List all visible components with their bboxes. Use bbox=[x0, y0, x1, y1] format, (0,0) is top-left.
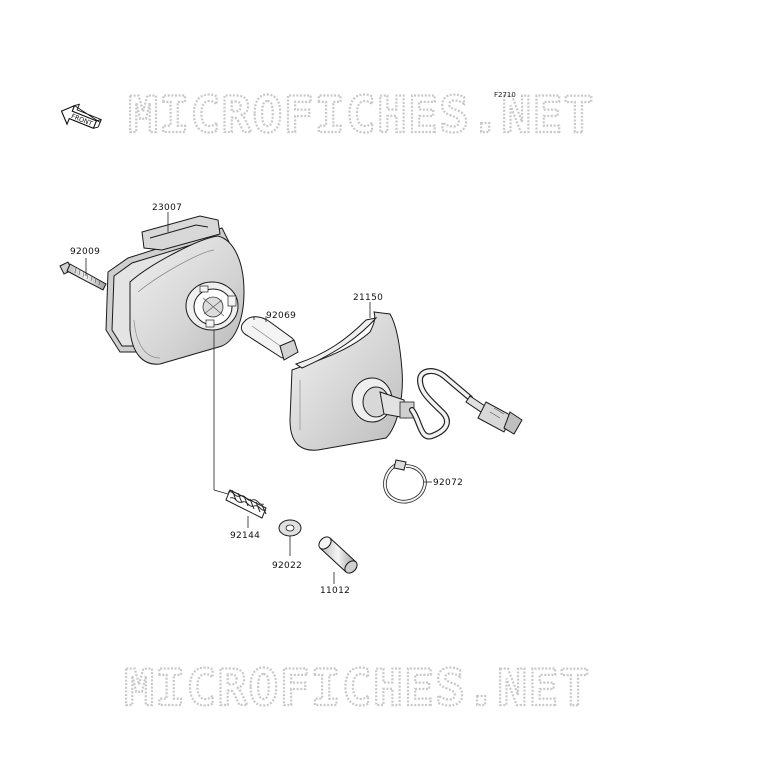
watermark-top: MICROFICHES.NET bbox=[128, 86, 595, 144]
figure-code: F2710 bbox=[494, 91, 516, 99]
front-arrow-icon: FRONT bbox=[60, 103, 102, 130]
label-92022: 92022 bbox=[272, 561, 302, 571]
clamp-92072 bbox=[383, 459, 427, 504]
lamp-housing-23007 bbox=[105, 215, 245, 365]
label-92069: 92069 bbox=[266, 311, 296, 321]
label-11012: 11012 bbox=[320, 586, 350, 596]
bulb-92069 bbox=[240, 316, 299, 361]
watermark-bottom: MICROFICHES.NET bbox=[124, 659, 591, 717]
bolt-92009 bbox=[59, 261, 107, 291]
leader-lines bbox=[85, 212, 432, 584]
label-21150: 21150 bbox=[353, 293, 383, 303]
spring-92144 bbox=[225, 489, 267, 519]
label-92144: 92144 bbox=[230, 531, 260, 541]
label-92009: 92009 bbox=[70, 247, 100, 257]
washer-92022 bbox=[278, 519, 302, 537]
label-92072: 92072 bbox=[433, 478, 463, 488]
cylinder-11012 bbox=[318, 536, 358, 574]
socket-cover-21150 bbox=[289, 311, 523, 451]
label-23007: 23007 bbox=[152, 203, 182, 213]
